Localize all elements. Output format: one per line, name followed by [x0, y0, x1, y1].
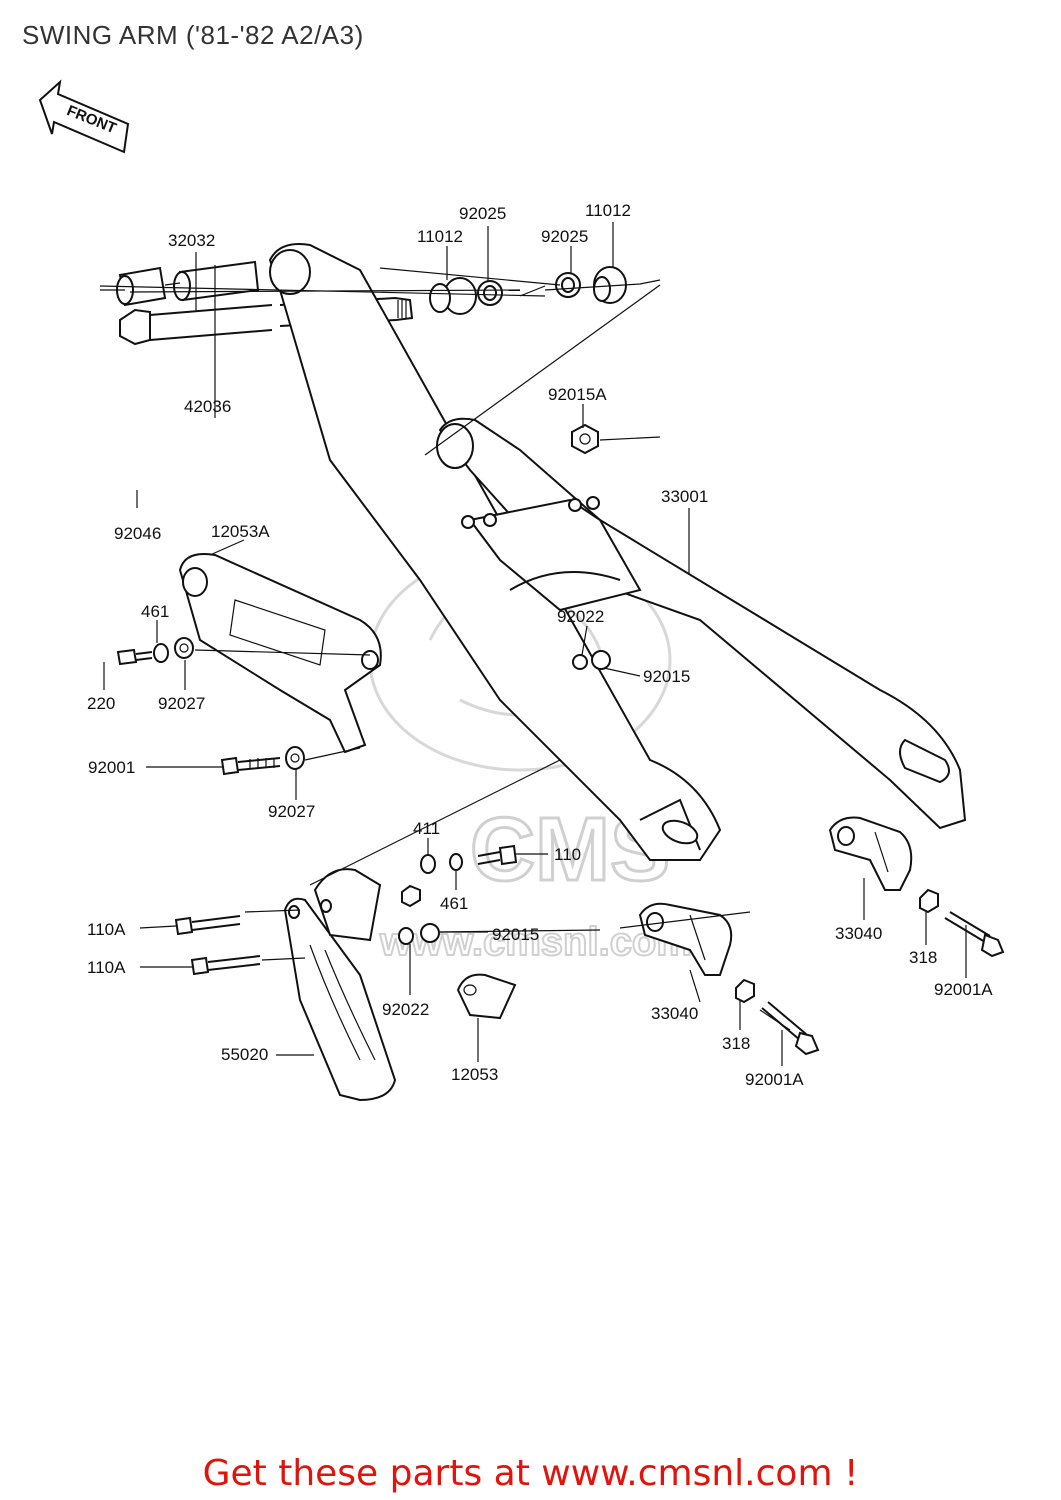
label-33040: 33040	[651, 1004, 698, 1023]
washer-92022-upper	[572, 654, 588, 670]
label-411: 411	[413, 819, 440, 838]
label-318: 318	[722, 1034, 750, 1053]
label-92015: 92015	[643, 667, 690, 686]
chain-adjuster-right	[828, 816, 913, 891]
label-11012: 11012	[585, 201, 631, 220]
block-12053	[456, 973, 517, 1020]
washer-right	[555, 272, 581, 298]
washer-461-left	[153, 643, 169, 663]
label-318: 318	[909, 948, 937, 967]
label-110: 110	[554, 845, 581, 864]
washer-461-right	[449, 853, 463, 871]
label-12053A: 12053A	[211, 522, 270, 541]
front-arrow-icon: FRONT	[38, 79, 130, 154]
part-labels: 32032 11012 92025 92025 11012 42036 9201…	[87, 201, 993, 1089]
chain-adjuster-left	[638, 902, 733, 976]
label-92027: 92027	[268, 802, 315, 821]
nut-92015-upper	[591, 650, 611, 670]
label-92015: 92015	[492, 925, 539, 944]
label-32032: 32032	[168, 231, 215, 250]
bolt-110	[477, 844, 518, 866]
bushing-right	[593, 266, 627, 304]
page-title: SWING ARM ('81-'82 A2/A3)	[22, 20, 364, 50]
nut-92015A	[571, 423, 599, 455]
screw-220	[116, 648, 153, 666]
washer-92027-lower	[285, 746, 305, 770]
washer-left	[477, 280, 503, 306]
label-12053: 12053	[451, 1065, 498, 1084]
leader-lines	[103, 222, 967, 1066]
bushing-left	[429, 277, 477, 315]
label-92001A: 92001A	[934, 980, 993, 999]
label-110A: 110A	[87, 920, 126, 939]
nut-under-411	[401, 884, 421, 908]
washer-411	[420, 854, 436, 874]
label-92001: 92001	[88, 758, 135, 777]
swing-arm-body	[268, 243, 967, 861]
assembly-lines	[99, 267, 791, 1031]
swing-arm-diagram: CMS www.cmsnl.com FRONT	[38, 79, 1005, 1102]
label-55020: 55020	[221, 1045, 268, 1064]
label-92046: 92046	[114, 524, 161, 543]
label-110A: 110A	[87, 958, 126, 977]
label-42036: 42036	[184, 397, 231, 416]
washer-92022-lower	[398, 927, 414, 945]
label-92025: 92025	[541, 227, 588, 246]
label-92027: 92027	[158, 694, 205, 713]
label-11012: 11012	[417, 227, 463, 246]
label-461: 461	[141, 602, 169, 621]
nut-318-left	[735, 978, 755, 1004]
footer-link[interactable]: Get these parts at www.cmsnl.com !	[202, 1453, 859, 1494]
sleeve	[173, 260, 260, 302]
label-220: 220	[87, 694, 115, 713]
label-92022: 92022	[382, 1000, 429, 1019]
nut-92015-lower	[420, 923, 440, 943]
label-92015A: 92015A	[548, 385, 607, 404]
bolt-110A-upper	[174, 915, 241, 936]
washer-92027-left	[174, 637, 194, 659]
label-33001: 33001	[661, 487, 708, 506]
label-92025: 92025	[459, 204, 506, 223]
label-33040: 33040	[835, 924, 882, 943]
label-461: 461	[440, 894, 468, 913]
bolt-110A-lower	[190, 955, 261, 976]
bolt-92001A-right	[944, 911, 1005, 958]
nut-318-right	[919, 888, 939, 914]
chain-slider-55020	[283, 868, 397, 1102]
label-92001A: 92001A	[745, 1070, 804, 1089]
label-92022: 92022	[557, 607, 604, 626]
bolt-92001A-left	[761, 1001, 820, 1056]
bolt-92001	[220, 756, 281, 776]
